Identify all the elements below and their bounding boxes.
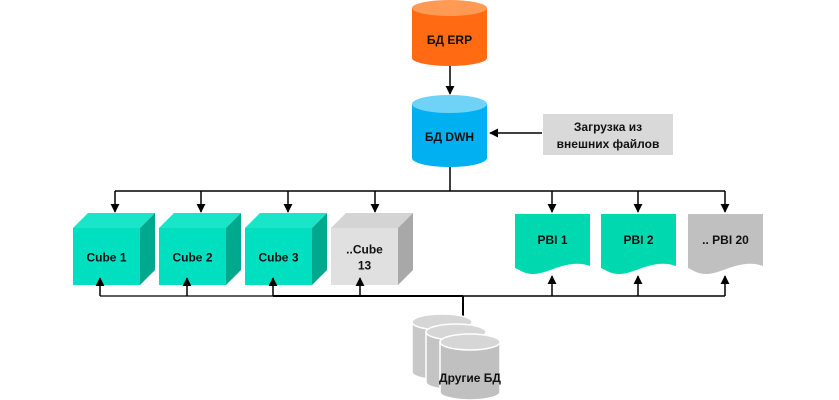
report-document-shape xyxy=(688,214,763,274)
report-pbi-2[interactable]: PBI 2 xyxy=(601,214,676,274)
top-arrows xyxy=(110,191,730,213)
cube-side-face xyxy=(398,213,413,285)
cube-top-face xyxy=(159,213,241,228)
report-document-shape xyxy=(515,214,590,274)
cube-top-face xyxy=(73,213,155,228)
report-pbi-1[interactable]: PBI 1 xyxy=(515,214,590,274)
other-databases: Другие БД xyxy=(411,313,501,400)
report-label: .. PBI 20 xyxy=(702,233,749,247)
report-pbi-20[interactable]: .. PBI 20 xyxy=(688,214,763,274)
dwh-cylinder-top xyxy=(412,95,487,113)
cube-cube-3[interactable]: Cube 3 xyxy=(245,213,327,285)
other-db-cylinder-3 xyxy=(439,333,501,400)
external-files-rect xyxy=(543,114,673,155)
cube-side-face xyxy=(226,213,241,285)
dwh-cylinder-body xyxy=(412,104,487,167)
cube-label: Cube 2 xyxy=(172,251,212,265)
cube-cube-1[interactable]: Cube 1 xyxy=(73,213,155,285)
report-label: PBI 1 xyxy=(537,233,567,247)
cube-top-face xyxy=(245,213,327,228)
erp-database: БД ERP xyxy=(412,0,487,66)
cube-front-face xyxy=(73,228,140,285)
cube-cube-13[interactable]: ..Cube 13 xyxy=(331,213,413,285)
erp-label: БД ERP xyxy=(427,33,472,47)
other-db-label: Другие БД xyxy=(439,371,501,385)
erp-cylinder-top xyxy=(412,0,487,16)
bottom-arrows xyxy=(95,275,730,296)
report-label: PBI 2 xyxy=(623,233,653,247)
cubes-group: Cube 1 Cube 2 Cube 3 ..Cube 13 xyxy=(73,213,413,285)
erp-cylinder-body xyxy=(412,8,487,66)
report-document-shape xyxy=(601,214,676,274)
cube-label: Cube 1 xyxy=(86,251,126,265)
cube-side-face xyxy=(140,213,155,285)
cube-cube-2[interactable]: Cube 2 xyxy=(159,213,241,285)
cube-front-face xyxy=(245,228,312,285)
bottom-bus xyxy=(100,295,725,322)
cube-front-face xyxy=(159,228,226,285)
cube-top-face xyxy=(331,213,413,228)
external-files-line-1: Загрузка из xyxy=(574,120,642,134)
reports-group: PBI 1 PBI 2 .. PBI 20 xyxy=(515,214,763,274)
external-files-box: Загрузка из внешних файлов xyxy=(543,114,673,155)
cube-label: ..Cube xyxy=(346,243,383,257)
cube-side-face xyxy=(312,213,327,285)
cube-front-face xyxy=(331,228,398,285)
cube-label: 13 xyxy=(358,259,372,273)
top-bus xyxy=(115,167,725,192)
external-files-line-2: внешних файлов xyxy=(557,137,660,151)
cylinder-top xyxy=(439,333,501,351)
dwh-database: БД DWH xyxy=(412,95,487,167)
cube-label: Cube 3 xyxy=(258,251,298,265)
dwh-label: БД DWH xyxy=(425,130,474,144)
